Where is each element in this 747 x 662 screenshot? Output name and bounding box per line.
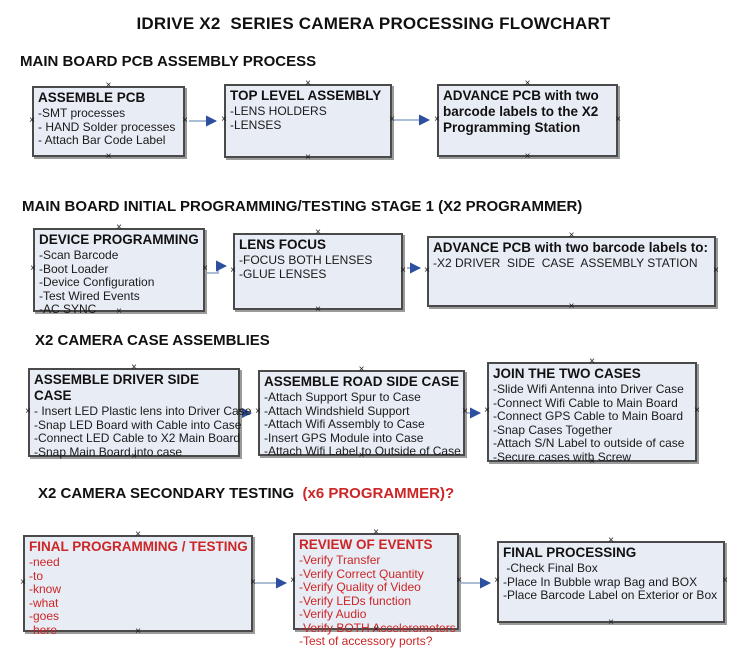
flow-box-assemble-driver-side-case: ×××× ASSEMBLE DRIVER SIDE CASE - Insert … [25, 363, 252, 462]
flow-box-item: -Verify Quality of Video [299, 580, 421, 594]
flow-box-item: -LENS HOLDERS [230, 104, 327, 118]
flow-box-item: -X2 DRIVER SIDE CASE ASSEMBLY STATION [433, 256, 698, 270]
flow-box-item: -Attach Wifi Assembly to Case [264, 417, 425, 431]
flow-box-item: -Verify BOTH Accelerometers [299, 620, 456, 635]
flow-box-item: -Test of accessory ports? [299, 634, 433, 648]
flow-box-item: -Verify LEDs function [299, 593, 412, 608]
flow-box-item: -Connect Wifi Cable to Main Board [493, 395, 678, 410]
page-title: IDRIVE X2 SERIES CAMERA PROCESSING FLOWC… [136, 14, 611, 33]
flow-box-items: -Attach Support Spur to Case -Attach Win… [260, 390, 463, 459]
flow-box-final-programming-testing: ×××× FINAL PROGRAMMING / TESTING -need -… [20, 530, 256, 637]
flow-box-item: -Connect LED Cable to X2 Main Board [34, 431, 241, 445]
flow-box-review-of-events: ×××× REVIEW OF EVENTS -Verify Transfer -… [290, 528, 462, 648]
flow-box-items: -X2 DRIVER SIDE CASE ASSEMBLY STATION [429, 256, 714, 271]
flow-box-title: TOP LEVEL ASSEMBLY [230, 88, 382, 103]
flow-box-items: -Verify Transfer -Verify Correct Quantit… [295, 553, 457, 649]
flow-box-item: -Verify Correct Quantity [299, 566, 424, 581]
flow-box-top-level-assembly: ×××× TOP LEVEL ASSEMBLY -LENS HOLDERS -L… [221, 79, 395, 163]
flow-box-items: -Scan Barcode -Boot Loader -Device Confi… [35, 248, 203, 317]
connector-arrow [207, 260, 228, 274]
flow-box-items: -FOCUS BOTH LENSES -GLUE LENSES [235, 253, 401, 281]
section-header-text: X2 CAMERA SECONDARY TESTING [38, 485, 303, 502]
flow-box-items: -LENS HOLDERS -LENSES [226, 104, 390, 132]
flow-box-items: -need -to -know -what -goes -here [25, 555, 251, 637]
flow-box-item: -Slide Wifi Antenna into Driver Case [493, 382, 684, 396]
flow-box-title: FINAL PROGRAMMING / TESTING [29, 539, 248, 554]
section-header-case-assemblies: X2 CAMERA CASE ASSEMBLIES [35, 332, 270, 349]
flow-box-items: -SMT processes - HAND Solder processes -… [34, 106, 183, 148]
section-header-secondary-testing: X2 CAMERA SECONDARY TESTING (x6 PROGRAMM… [38, 485, 454, 502]
flow-box-item: -Verify Transfer [299, 553, 381, 567]
flow-box-item: -Attach Windshield Support [264, 403, 410, 418]
flow-box-item: -Place In Bubble wrap Bag and BOX [503, 574, 698, 589]
flow-box-final-processing: ×××× FINAL PROCESSING -Check Final Box -… [494, 536, 728, 628]
flow-box-title: ASSEMBLE ROAD SIDE CASE [264, 374, 460, 389]
flow-box-device-programming: ×××× DEVICE PROGRAMMING -Scan Barcode -B… [30, 223, 208, 317]
flow-box-item: -Place Barcode Label on Exterior or Box [503, 588, 718, 602]
flow-box-title: ADVANCE PCB with two barcode labels to: [433, 240, 709, 255]
flow-box-title: ADVANCE PCB with two barcode labels to t… [443, 88, 599, 135]
connector-handle-icon: × [524, 151, 531, 162]
flow-box-item: -Snap LED Board with Cable into Case [34, 417, 242, 432]
flow-box-item: -Check Final Box [503, 561, 598, 575]
flow-box-join-the-two-cases: ×××× JOIN THE TWO CASES -Slide Wifi Ante… [484, 357, 700, 467]
flow-box-item: -Attach S/N Label to outside of case [493, 436, 685, 450]
flow-box-item: -SMT processes [38, 106, 126, 120]
flow-box-item: -Test Wired Events [39, 288, 140, 303]
flow-box-item: -Scan Barcode [39, 248, 119, 262]
section-header-pcb-assembly: MAIN BOARD PCB ASSEMBLY PROCESS [20, 53, 317, 70]
flow-box-item: -Snap Cases Together [493, 422, 613, 437]
flow-box-title: DEVICE PROGRAMMING [39, 232, 199, 247]
flow-box-item: -Insert GPS Module into Case [264, 430, 424, 445]
section-header-initial-programming: MAIN BOARD INITIAL PROGRAMMING/TESTING S… [22, 198, 583, 215]
connector-handle-icon: × [608, 617, 614, 628]
flow-box-advance-pcb-programming-station: ×××× ADVANCE PCB with two barcode labels… [434, 79, 621, 162]
flow-box-lens-focus: ×××× LENS FOCUS -FOCUS BOTH LENSES -GLUE… [230, 228, 406, 315]
flow-box-item: -GLUE LENSES [239, 266, 327, 281]
connector-handle-icon: × [305, 152, 311, 163]
flow-box-title: ASSEMBLE PCB [38, 90, 146, 105]
flow-box-item: -what [29, 595, 59, 610]
flow-box-title: ASSEMBLE DRIVER SIDE CASE [34, 372, 200, 403]
flow-box-item: -Verify Audio [299, 607, 367, 621]
connector-handle-icon: × [105, 151, 112, 162]
flow-box-advance-pcb-driver-side: ×××× ADVANCE PCB with two barcode labels… [424, 231, 719, 312]
flow-box-item: -goes [29, 609, 60, 623]
flow-box-item: -to [29, 568, 44, 583]
connector-handle-icon: × [315, 304, 321, 315]
flow-box-title: REVIEW OF EVENTS [299, 537, 433, 552]
section-header-red-text: (x6 PROGRAMMER)? [302, 485, 455, 502]
flow-box-item: - HAND Solder processes [38, 119, 176, 134]
flow-box-item: - Insert LED Plastic lens into Driver Ca… [34, 404, 252, 418]
flow-box-item: -LENSES [230, 117, 282, 132]
flow-box-item: -Boot Loader [39, 261, 109, 276]
flow-box-title: JOIN THE TWO CASES [493, 366, 641, 381]
flow-box-item: -here [29, 622, 58, 637]
flow-box-title: LENS FOCUS [239, 237, 327, 252]
flow-box-items: -Slide Wifi Antenna into Driver Case -Co… [489, 382, 695, 464]
flow-box-item: -Snap Main Board into case [34, 444, 183, 459]
flow-box-items: -Check Final Box -Place In Bubble wrap B… [499, 561, 723, 603]
connector-handle-icon: × [568, 301, 575, 312]
flow-box-item: - Attach Bar Code Label [38, 133, 166, 147]
flow-box-item: -FOCUS BOTH LENSES [239, 253, 373, 267]
flow-box-item: -Connect GPS Cable to Main Board [493, 409, 684, 423]
flow-box-item: -Device Configuration [39, 275, 155, 289]
flow-box-item: -know [29, 582, 62, 596]
flow-box-assemble-road-side-case: ×××× ASSEMBLE ROAD SIDE CASE -Attach Sup… [255, 365, 468, 461]
flow-box-item: -Attach Wifi Label to Outside of Case [264, 444, 461, 458]
flow-box-title: FINAL PROCESSING [503, 545, 637, 560]
flow-box-items: - Insert LED Plastic lens into Driver Ca… [30, 404, 252, 459]
flow-box-item: -Secure cases with Screw [493, 449, 632, 464]
flow-box-item: -AC SYNC [39, 302, 97, 316]
flow-box-item: -need [29, 555, 60, 569]
flow-box-assemble-pcb: ×××× ASSEMBLE PCB -SMT processes - HAND … [29, 81, 188, 162]
flow-box-item: -Attach Support Spur to Case [264, 390, 421, 404]
